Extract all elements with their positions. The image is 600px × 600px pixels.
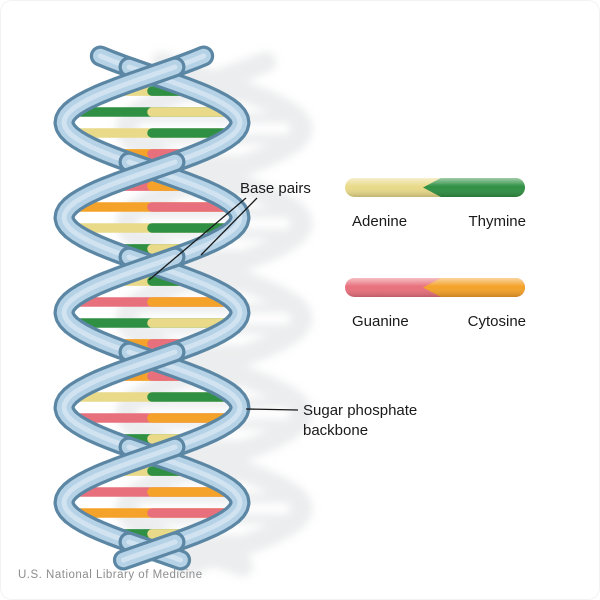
adenine-label: Adenine xyxy=(352,213,408,230)
base-pairs-pointer-line-2 xyxy=(200,197,258,256)
base-pairs-pointer-line-1 xyxy=(148,197,247,281)
bar-shine-overlay xyxy=(345,278,525,297)
adenine-thymine-labels: Adenine Thymine xyxy=(345,213,526,230)
bar-shine-overlay xyxy=(345,178,525,197)
guanine-label: Guanine xyxy=(352,313,409,330)
base-pairs-label: Base pairs xyxy=(240,180,311,197)
backbone-label-line2: backbone xyxy=(303,422,369,439)
guanine-cytosine-labels: Guanine Cytosine xyxy=(345,313,526,330)
backbone-pointer-line xyxy=(245,408,299,411)
helix-structure xyxy=(53,45,251,571)
backbone-label-line1: Sugar phosphate xyxy=(303,402,418,419)
sugar-phosphate-backbone-label: Sugar phosphate backbone xyxy=(303,401,417,441)
adenine-thymine-legend-bar xyxy=(345,178,525,197)
thymine-label: Thymine xyxy=(468,213,526,230)
credit-text: U.S. National Library of Medicine xyxy=(18,569,203,581)
cytosine-label: Cytosine xyxy=(467,313,526,330)
guanine-cytosine-legend-bar xyxy=(345,278,525,297)
